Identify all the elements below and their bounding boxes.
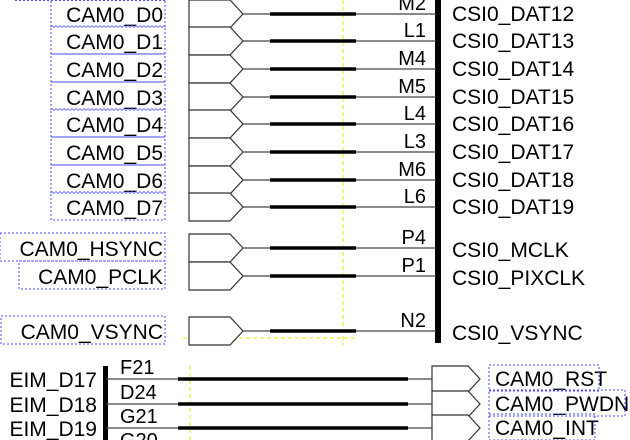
port-symbol[interactable]: [188, 82, 244, 112]
signal-name: CSI0_DAT13: [452, 30, 574, 53]
port-symbol[interactable]: [431, 390, 481, 418]
pin-number: F21: [120, 357, 154, 379]
net-label[interactable]: CAM0_VSYNC: [21, 321, 163, 344]
pin-number: M5: [398, 76, 426, 98]
signal-name: CSI0_DAT14: [452, 58, 574, 81]
signal-name: CSI0_PIXCLK: [452, 267, 585, 290]
signal-name: CSI0_DAT18: [452, 169, 574, 192]
signal-name: CSI0_DAT12: [452, 3, 574, 26]
net-label[interactable]: CAM0_D7: [66, 197, 163, 220]
pin-number: P4: [402, 227, 426, 249]
net-label[interactable]: CAM0_INT: [495, 417, 599, 440]
net-label[interactable]: CAM0_D6: [66, 170, 163, 193]
net-label[interactable]: CAM0_D0: [66, 4, 163, 27]
pin-number: N2: [400, 310, 426, 332]
port-symbol[interactable]: [188, 0, 244, 29]
net-label-box: [50, 136, 166, 166]
net-label[interactable]: CAM0_D2: [66, 59, 163, 82]
pin-number: D24: [120, 382, 157, 404]
signal-name: CSI0_VSYNC: [452, 322, 583, 345]
net-label-box: [488, 389, 626, 417]
component-pin-bus: [435, 0, 441, 343]
pin-number: M6: [398, 159, 426, 181]
net-label[interactable]: CAM0_D4: [66, 114, 163, 137]
pin-number: L3: [404, 131, 426, 153]
port-symbol[interactable]: [188, 233, 244, 263]
component-pin-bus: [103, 366, 108, 440]
pin-number: G20: [120, 430, 158, 440]
net-label-box: [0, 315, 166, 345]
port-symbol[interactable]: [188, 54, 244, 84]
net-label[interactable]: CAM0_RST: [495, 368, 607, 391]
net-label[interactable]: CAM0_HSYNC: [19, 238, 163, 261]
net-label-box: [50, 0, 166, 28]
signal-name: CSI0_MCLK: [452, 239, 569, 262]
port-symbol[interactable]: [188, 192, 244, 222]
pin-number: P1: [402, 255, 426, 277]
net-label[interactable]: CAM0_D1: [66, 31, 163, 54]
signal-name: EIM_D19: [9, 418, 97, 440]
net-label-box: [50, 53, 166, 83]
net-label[interactable]: CAM0_D3: [66, 87, 163, 110]
port-symbol[interactable]: [188, 165, 244, 195]
net-label-box: [50, 191, 166, 221]
net-label-box: [18, 260, 166, 290]
signal-name: CSI0_DAT17: [452, 141, 574, 164]
net-label-box: [50, 108, 166, 138]
net-label-box: [488, 413, 596, 440]
net-label[interactable]: CAM0_PWDN: [495, 393, 629, 416]
net-label[interactable]: CAM0_PCLK: [38, 266, 163, 289]
pin-number: L4: [404, 103, 426, 125]
port-symbol[interactable]: [188, 316, 244, 346]
pin-number: M4: [398, 48, 426, 70]
signal-name: EIM_D18: [9, 394, 97, 417]
net-label-box: [50, 81, 166, 111]
pin-number: G21: [120, 406, 158, 428]
port-symbol[interactable]: [431, 414, 481, 440]
port-symbol[interactable]: [188, 137, 244, 167]
pin-number: L6: [404, 186, 426, 208]
net-label-box: [50, 164, 166, 194]
net-label-box: [50, 25, 166, 55]
pin-number: L1: [404, 20, 426, 42]
signal-name: EIM_D17: [9, 369, 97, 392]
signal-name: CSI0_DAT19: [452, 196, 574, 219]
port-symbol[interactable]: [188, 261, 244, 291]
port-symbol[interactable]: [188, 26, 244, 56]
port-symbol[interactable]: [431, 365, 481, 393]
signal-name: CSI0_DAT16: [452, 113, 574, 136]
pin-number: M2: [398, 0, 426, 15]
signal-name: CSI0_DAT15: [452, 86, 574, 109]
port-symbol[interactable]: [188, 109, 244, 139]
net-label[interactable]: CAM0_D5: [66, 142, 163, 165]
